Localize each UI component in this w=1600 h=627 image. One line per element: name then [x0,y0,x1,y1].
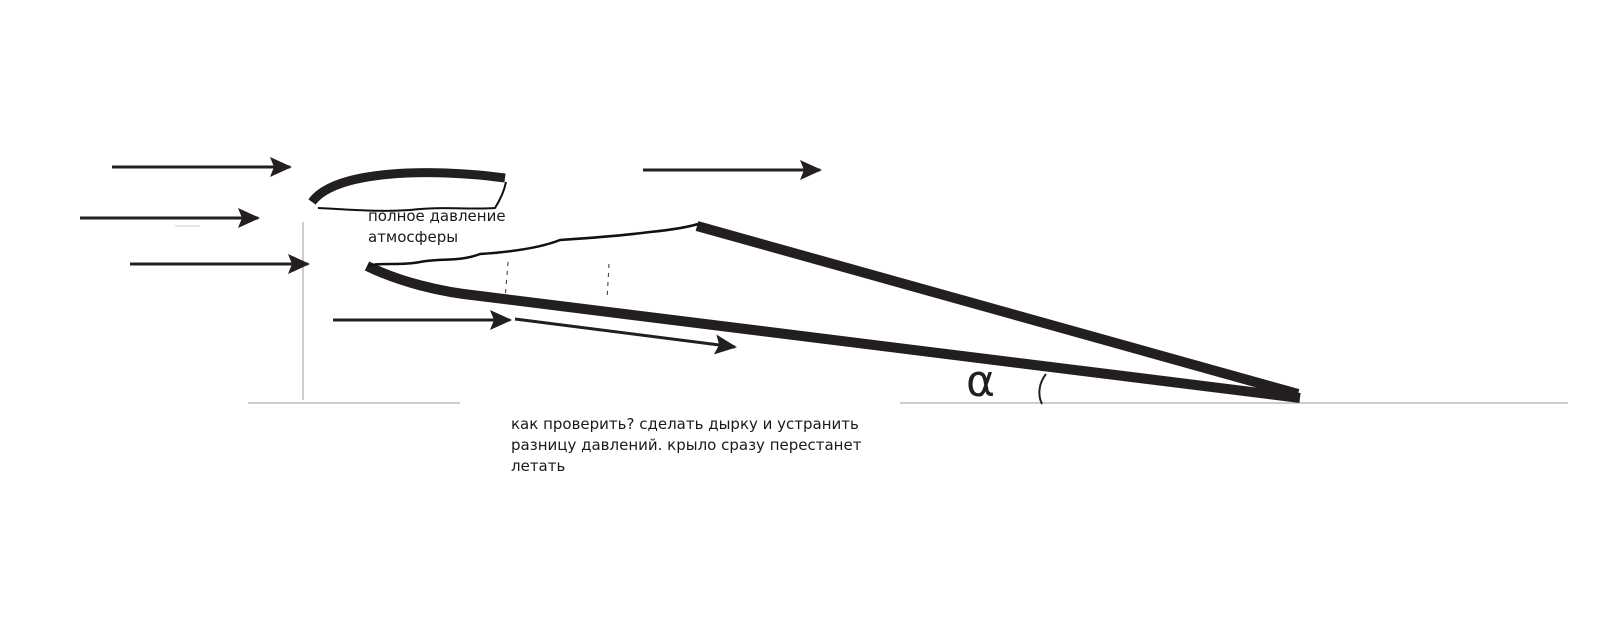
torn-edge-top [317,181,507,212]
flow-arrow-under-wing [514,317,737,355]
torn-edge-bottom [367,222,699,268]
angle-alpha-label: α [966,356,996,407]
dashed-mark-1 [504,261,509,301]
dashed-mark-2 [606,263,610,301]
note-text: как проверить? сделать дырку и устранить… [511,415,862,475]
pressure-label: полное давление атмосферы [368,207,506,246]
leading-edge-arc [308,168,506,205]
lower-surface [364,261,1301,403]
upper-surface [695,221,1300,399]
angle-arc [1038,373,1047,405]
